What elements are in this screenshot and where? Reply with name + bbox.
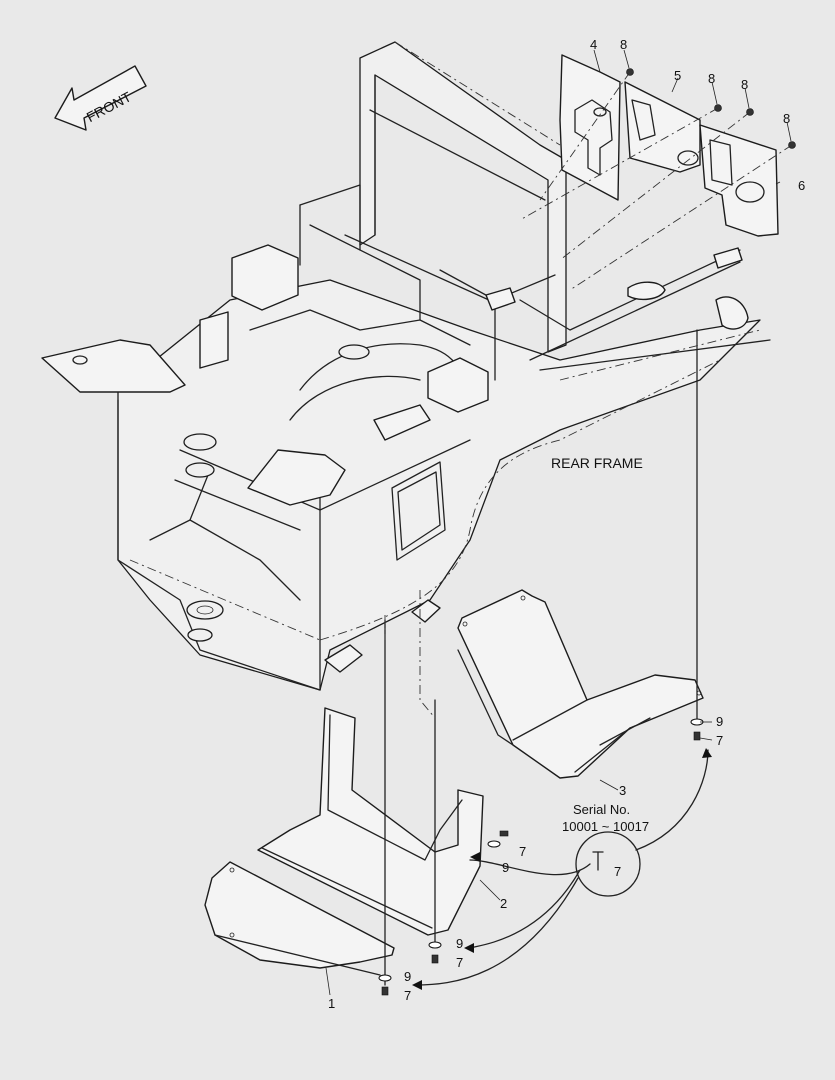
callout-9-low2: 9 xyxy=(404,969,411,984)
serial-note-line1: Serial No. xyxy=(573,802,630,817)
callout-3: 3 xyxy=(619,783,626,798)
serial-note-line2: 10001 ~ 10017 xyxy=(562,819,649,834)
callout-4: 4 xyxy=(590,37,597,52)
callout-8d: 8 xyxy=(783,111,790,126)
cover-plate-5 xyxy=(624,81,701,173)
fastener-low1 xyxy=(428,941,442,964)
callout-7-low2: 7 xyxy=(404,988,411,1003)
callout-6: 6 xyxy=(798,178,805,193)
callout-8a: 8 xyxy=(620,37,627,52)
rear-frame xyxy=(41,244,761,691)
front-direction-arrow: FRONT xyxy=(54,65,147,131)
guard-plate-3 xyxy=(457,589,704,779)
callout-9-mid: 9 xyxy=(502,860,509,875)
callout-8c: 8 xyxy=(741,77,748,92)
callout-2: 2 xyxy=(500,896,507,911)
cover-plate-4 xyxy=(559,54,621,201)
fastener-low2 xyxy=(378,974,392,996)
upper-cage-frame xyxy=(299,41,771,381)
callout-7-right: 7 xyxy=(716,733,723,748)
callout-8b: 8 xyxy=(708,71,715,86)
rear-frame-label: REAR FRAME xyxy=(551,455,643,471)
callout-1: 1 xyxy=(328,996,335,1011)
fastener-mid xyxy=(487,830,509,848)
serial-callout-circle xyxy=(412,748,712,990)
guard-plate-2 xyxy=(257,707,484,936)
cover-plate-6 xyxy=(699,124,779,237)
callout-9-right: 9 xyxy=(716,714,723,729)
guard-plate-1 xyxy=(204,861,395,976)
serial-callout-part: 7 xyxy=(614,864,621,879)
callout-7-mid: 7 xyxy=(519,844,526,859)
callout-7-low1: 7 xyxy=(456,955,463,970)
callout-5: 5 xyxy=(674,68,681,83)
callout-9-low1: 9 xyxy=(456,936,463,951)
